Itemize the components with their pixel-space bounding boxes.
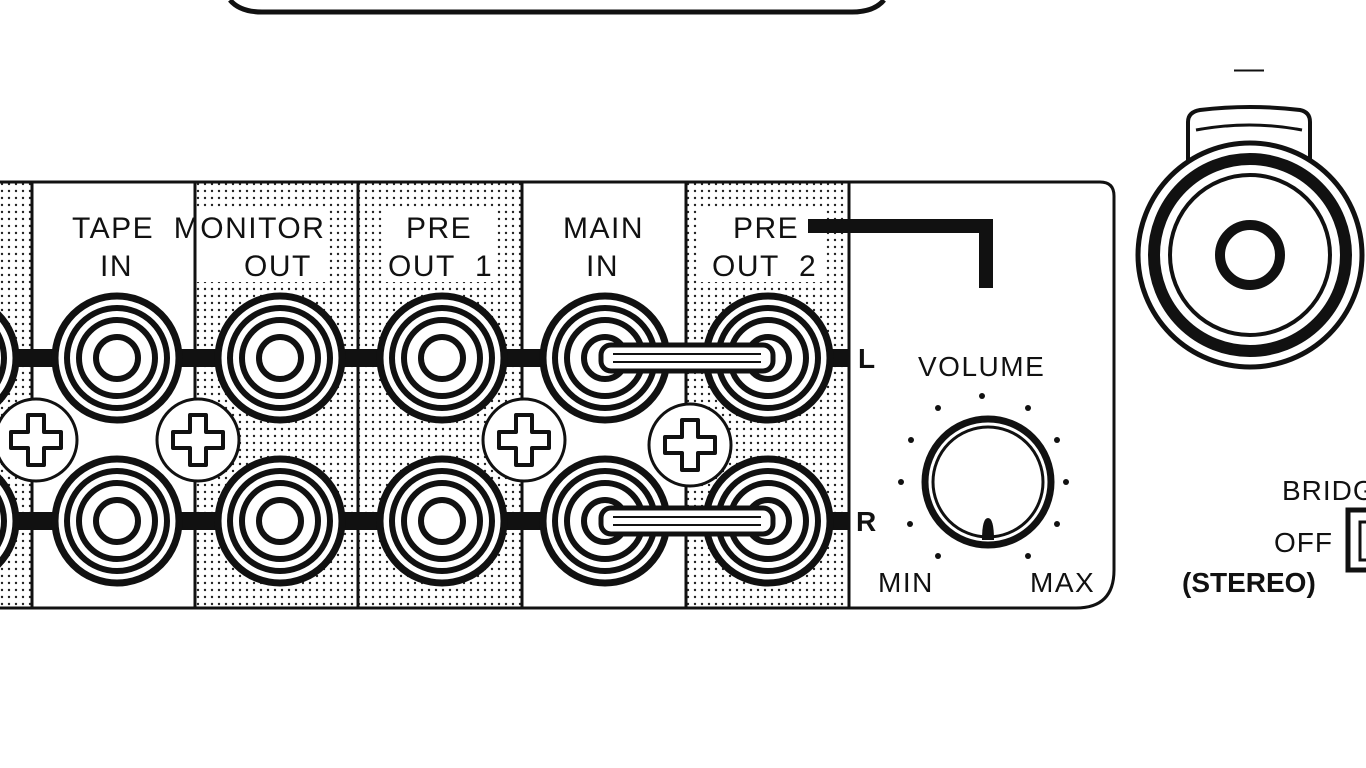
bridge-stereo-label: (STEREO) bbox=[1182, 567, 1316, 598]
screw-icon bbox=[481, 397, 567, 483]
screw-icon bbox=[155, 397, 241, 483]
volume-max-label: MAX bbox=[1030, 567, 1095, 598]
pre-out-1-line2: OUT 1 bbox=[388, 250, 493, 283]
jumper-bar-right[interactable] bbox=[601, 508, 773, 534]
jumper-bar-left[interactable] bbox=[601, 345, 773, 371]
screw-icon bbox=[647, 402, 733, 488]
top-panel-edge bbox=[228, 0, 886, 15]
screw-icon bbox=[0, 397, 79, 483]
pre-out-2-bracket bbox=[808, 219, 993, 288]
jack-monitor-out-left[interactable] bbox=[218, 296, 342, 420]
jack-tape-in-right[interactable] bbox=[55, 459, 179, 583]
channel-right-label: R bbox=[856, 506, 876, 537]
volume-label: VOLUME bbox=[918, 351, 1045, 382]
volume-min-label: MIN bbox=[878, 567, 934, 598]
rear-panel-outline bbox=[0, 180, 1116, 610]
volume-scale-ticks bbox=[898, 393, 1069, 559]
pre-out-1-line1: PRE bbox=[406, 212, 472, 245]
bridge-label: BRIDG bbox=[1282, 475, 1366, 506]
jack-pre-out-1-right[interactable] bbox=[380, 459, 504, 583]
pre-out-2-line1: PRE bbox=[733, 212, 799, 245]
jack-pre-out-1-left[interactable] bbox=[380, 296, 504, 420]
bridge-switch[interactable] bbox=[1345, 507, 1366, 573]
speaker-terminal[interactable] bbox=[1135, 105, 1365, 370]
tape-monitor-title: TAPE MONITOR bbox=[72, 212, 325, 245]
monitor-out-label: OUT bbox=[244, 250, 312, 283]
terminal-polarity-label: — bbox=[1234, 52, 1266, 85]
bridge-off-label: OFF bbox=[1274, 527, 1333, 558]
pre-out-2-line2: OUT 2 bbox=[712, 250, 817, 283]
volume-knob[interactable] bbox=[921, 415, 1055, 549]
jack-tape-in-left[interactable] bbox=[55, 296, 179, 420]
main-in-line1: MAIN bbox=[563, 212, 644, 245]
jack-monitor-out-right[interactable] bbox=[218, 459, 342, 583]
tape-in-label: IN bbox=[100, 250, 133, 283]
main-in-line2: IN bbox=[586, 250, 619, 283]
section-dividers bbox=[30, 182, 851, 608]
channel-left-label: L bbox=[858, 343, 875, 374]
